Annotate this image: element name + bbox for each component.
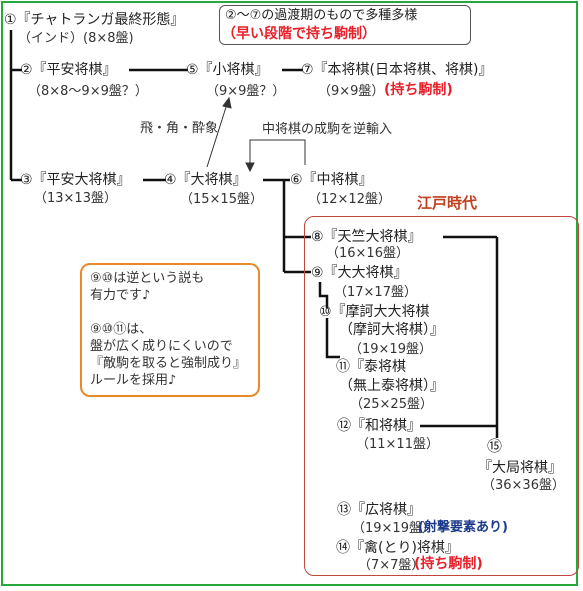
node-7-name: ⑦『本将棋(日本将棋、将棋)』 xyxy=(301,62,493,78)
node-5-sub: （9×9盤？） xyxy=(206,84,286,99)
node-13-sub: （19×19盤） xyxy=(352,521,435,536)
note-para2-line1: ⑨⑩⑪は、 xyxy=(90,322,153,337)
node-12-name: ⑫『和将棋』 xyxy=(337,418,421,434)
node-6-sub: （12×12盤） xyxy=(308,192,391,207)
node-8-sub: （16×16盤） xyxy=(326,246,409,261)
outer-frame xyxy=(1,1,578,586)
node-6-name: ⑥『中将棋』 xyxy=(290,172,373,188)
callout-line1: ②～⑦の過渡期のもので多種多様 xyxy=(225,8,418,23)
node-15-marker: ⑮ xyxy=(487,437,503,455)
arrowhead-n4-n5 xyxy=(222,96,232,109)
node-10-name: ⑩『摩訶大大将棋 xyxy=(319,304,430,320)
arrow-n4-n5 xyxy=(206,103,228,168)
edo-period-box xyxy=(304,216,579,576)
line-n10-n11 xyxy=(325,318,340,359)
line-n9-n10 xyxy=(318,282,329,308)
node-2-sub: （8×8～9×9盤？） xyxy=(28,84,148,99)
node-10-name2: （摩訶大将棋）』 xyxy=(339,322,444,338)
node-10-sub: （19×19盤） xyxy=(349,342,432,357)
note-para1-line1: ⑨⑩は逆という説も xyxy=(90,271,205,286)
node-11-sub: （25×25盤） xyxy=(350,397,433,412)
note-para1-line2: 有力です♪ xyxy=(90,288,151,303)
edo-period-label: 江戸時代 xyxy=(417,194,478,212)
node-14-sub: （7×7盤） xyxy=(358,558,425,573)
node-12-sub: （11×11盤） xyxy=(356,437,439,452)
callout-box xyxy=(219,5,471,45)
node-4-sub: （15×15盤） xyxy=(180,192,263,207)
node-1-sub: （インド）(8×8盤) xyxy=(18,31,134,46)
note-para2-line4: ルールを採用♪ xyxy=(90,373,177,388)
node-3-name: ③『平安大将棋』 xyxy=(20,172,131,188)
node-7-note: (持ち駒制) xyxy=(384,82,453,98)
node-14-name: ⑭『禽(とり)将棋』 xyxy=(336,540,459,556)
node-13-note: (射撃要素あり) xyxy=(418,520,508,535)
node-7-sub: （9×9盤） xyxy=(318,84,385,99)
node-2-name: ②『平安将棋』 xyxy=(20,62,117,78)
node-11-name: ⑪『泰将棋 xyxy=(336,359,406,375)
note-box xyxy=(80,263,260,397)
node-13-name: ⑬『広将棋』 xyxy=(337,502,421,518)
node-9-sub: （17×17盤） xyxy=(334,285,417,300)
node-4-name: ④『大将棋』 xyxy=(164,172,247,188)
node-14-note: (持ち駒制) xyxy=(414,556,483,572)
reverse-import-label: 中将棋の成駒を逆輸入 xyxy=(262,122,393,137)
node-1-name: ①『チャトランガ最終形態』 xyxy=(4,12,185,28)
arrow-n6-n4 xyxy=(249,139,306,166)
node-3-sub: （13×13盤） xyxy=(34,191,117,206)
node-11-name2: （無上泰将棋）』 xyxy=(339,378,444,394)
removed-pieces-label: 飛・角・酔象 xyxy=(140,121,219,136)
node-5-name: ⑤『小将棋』 xyxy=(186,62,269,78)
node-9-name: ⑨『大大将棋』 xyxy=(311,265,408,281)
node-8-name: ⑧『天竺大将棋』 xyxy=(311,229,422,245)
note-para2-line2: 盤が広く成りにくいので xyxy=(90,339,233,354)
callout-line2: （早い段階で持ち駒制） xyxy=(222,26,376,42)
arrowhead-n6-n4 xyxy=(245,162,255,173)
node-15-sub: （36×36盤） xyxy=(482,478,565,493)
note-para2-line3: 『敵駒を取ると強制成り』 xyxy=(90,356,247,371)
node-15-name: 『大局将棋』 xyxy=(478,460,562,476)
